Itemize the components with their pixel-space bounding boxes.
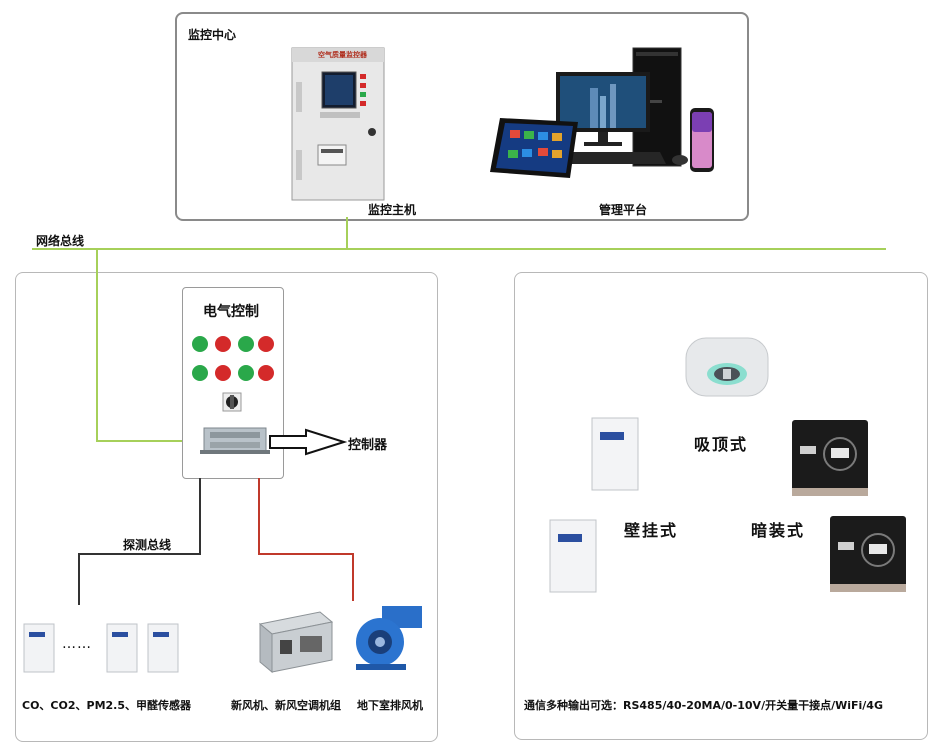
network-bus-line xyxy=(32,248,886,250)
fan-label: 地下室排风机 xyxy=(357,699,423,712)
monitor-host-label: 监控主机 xyxy=(368,203,417,217)
indicator-light-red xyxy=(258,336,274,352)
network-bus-to-controller xyxy=(96,440,204,442)
indicator-light-green xyxy=(192,365,208,381)
probe-bus-line xyxy=(78,553,201,555)
network-bus-label: 网络总线 xyxy=(36,234,85,248)
communication-footer: 通信多种输出可选：RS485/40-20MA/0-10V/开关量干接点/WiFi… xyxy=(524,699,883,712)
indicator-light-red xyxy=(215,365,231,381)
ceiling-type-label: 吸顶式 xyxy=(694,435,749,454)
monitor-center-title: 监控中心 xyxy=(188,28,237,42)
power-line-to-fan xyxy=(352,553,354,601)
ahu-label: 新风机、新风空调机组 xyxy=(231,699,341,712)
controller-label: 控制器 xyxy=(348,438,388,453)
indicator-light-green xyxy=(238,365,254,381)
power-line-drop xyxy=(258,478,260,554)
flush-type-label: 暗装式 xyxy=(751,521,806,540)
probe-bus-drop xyxy=(199,478,201,554)
probe-bus-to-sensors xyxy=(78,553,80,605)
sensor-ellipsis: …… xyxy=(62,636,92,652)
wall-type-label: 壁挂式 xyxy=(624,521,679,540)
indicator-light-red xyxy=(215,336,231,352)
sensors-label: CO、CO2、PM2.5、甲醛传感器 xyxy=(22,699,191,712)
management-platform-label: 管理平台 xyxy=(599,203,648,217)
indicator-light-green xyxy=(192,336,208,352)
electric-control-title: 电气控制 xyxy=(203,304,259,320)
network-bus-drop-host xyxy=(346,217,348,249)
indicator-light-red xyxy=(258,365,274,381)
indicator-light-green xyxy=(238,336,254,352)
monitor-host-brand: 空气质量监控器 xyxy=(318,51,367,59)
probe-bus-label: 探测总线 xyxy=(123,538,172,552)
power-line-horizontal xyxy=(258,553,354,555)
network-bus-drop-controller xyxy=(96,249,98,441)
